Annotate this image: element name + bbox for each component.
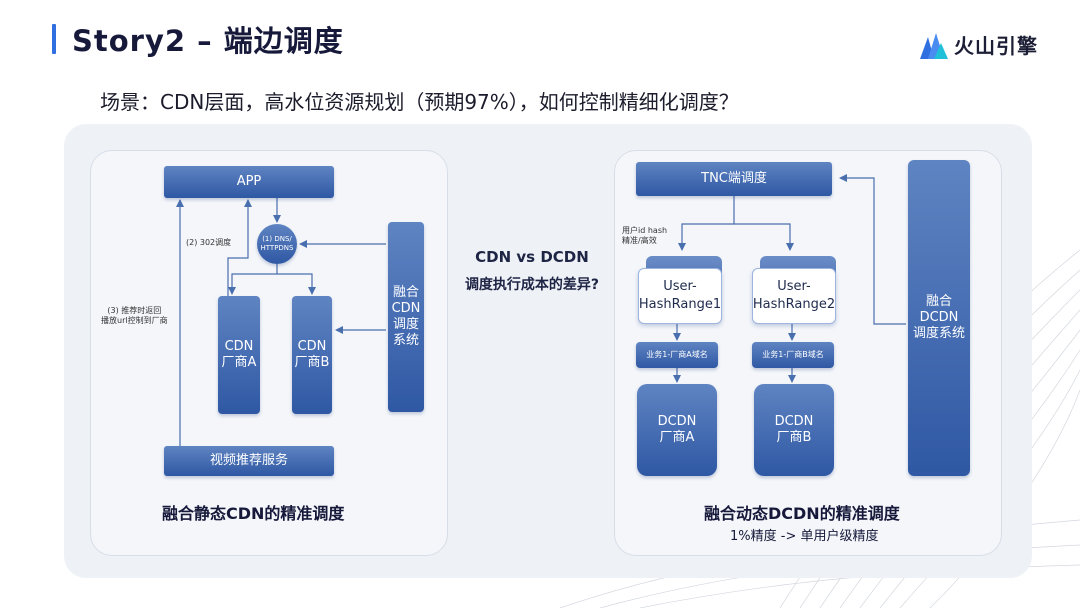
scenario-text: 场景：CDN层面，高水位资源规划（预期97%），如何控制精细化调度？ bbox=[100, 90, 739, 114]
domain-vendor-a: 业务1-厂商A域名 bbox=[636, 342, 718, 368]
user-id-hash-label: 用户id hash 精准/高效 bbox=[622, 226, 668, 246]
brand-name: 火山引擎 bbox=[954, 34, 1038, 58]
fusion-dcdn-dispatch-system: 融合 DCDN 调度系统 bbox=[908, 160, 970, 476]
app-box: APP bbox=[164, 166, 334, 198]
dns-node: (1) DNS/ HTTPDNS bbox=[257, 224, 297, 264]
fusion-cdn-dispatch-system: 融合 CDN 调度 系统 bbox=[388, 222, 424, 412]
left-caption: 融合静态CDN的精准调度 bbox=[162, 504, 345, 523]
tnc-dispatch-box: TNC端调度 bbox=[636, 162, 832, 196]
user-hash-range-2: User- HashRange2 bbox=[752, 268, 836, 324]
cdn-vendor-b: CDN 厂商B bbox=[292, 296, 332, 414]
cdn-vs-dcdn-heading: CDN vs DCDN bbox=[475, 248, 589, 266]
label-302-dispatch: (2) 302调度 bbox=[186, 238, 232, 247]
volcano-logo-icon bbox=[920, 32, 948, 59]
cdn-vendor-a: CDN 厂商A bbox=[218, 296, 260, 414]
video-recommend-service: 视频推荐服务 bbox=[164, 446, 334, 476]
dcdn-vendor-b: DCDN 厂商B bbox=[754, 384, 834, 476]
domain-vendor-b: 业务1-厂商B域名 bbox=[752, 342, 834, 368]
dcdn-vendor-a: DCDN 厂商A bbox=[637, 384, 717, 476]
title-accent-bar bbox=[52, 24, 56, 54]
user-hash-range-1: User- HashRange1 bbox=[638, 268, 722, 324]
brand-logo: 火山引擎 bbox=[918, 30, 1038, 59]
cost-difference-question: 调度执行成本的差异? bbox=[464, 277, 600, 293]
label-recommend-return: (3) 推荐时返回 播放url控制到厂商 bbox=[101, 306, 168, 326]
right-subcaption: 1%精度 -> 单用户级精度 bbox=[730, 529, 879, 544]
slide-title: Story2 – 端边调度 bbox=[72, 24, 344, 58]
right-caption: 融合动态DCDN的精准调度 bbox=[704, 504, 900, 523]
